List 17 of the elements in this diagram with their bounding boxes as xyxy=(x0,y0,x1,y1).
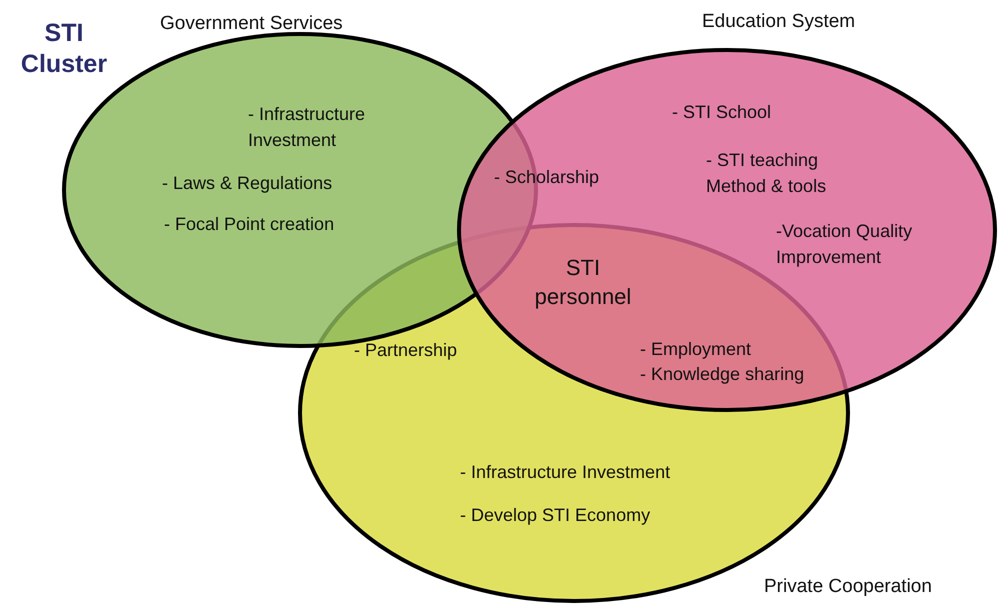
set-heading: Private Cooperation xyxy=(764,575,933,599)
overlap-label: - Employment xyxy=(640,338,752,361)
list-item: - STI School xyxy=(672,101,772,124)
overlap-label: - Scholarship xyxy=(494,166,600,189)
list-item: - Infrastructure Investment xyxy=(460,461,672,484)
list-item: - STI teaching Method & tools xyxy=(706,149,828,198)
overlap-label: - Knowledge sharing xyxy=(640,363,806,386)
list-item: - Develop STI Economy xyxy=(460,504,652,527)
list-item: - Focal Point creation xyxy=(164,213,336,236)
center-label: STI personnel xyxy=(534,254,632,311)
list-item: - Laws & Regulations xyxy=(162,172,334,195)
set-heading: Government Services xyxy=(160,12,344,36)
set-heading: Education System xyxy=(702,10,856,34)
list-item: -Vocation Quality Improvement xyxy=(776,220,914,270)
list-item: - Infrastructure Investment xyxy=(248,103,366,152)
title: STI Cluster xyxy=(20,18,108,80)
overlap-label: - Partnership xyxy=(354,339,458,362)
